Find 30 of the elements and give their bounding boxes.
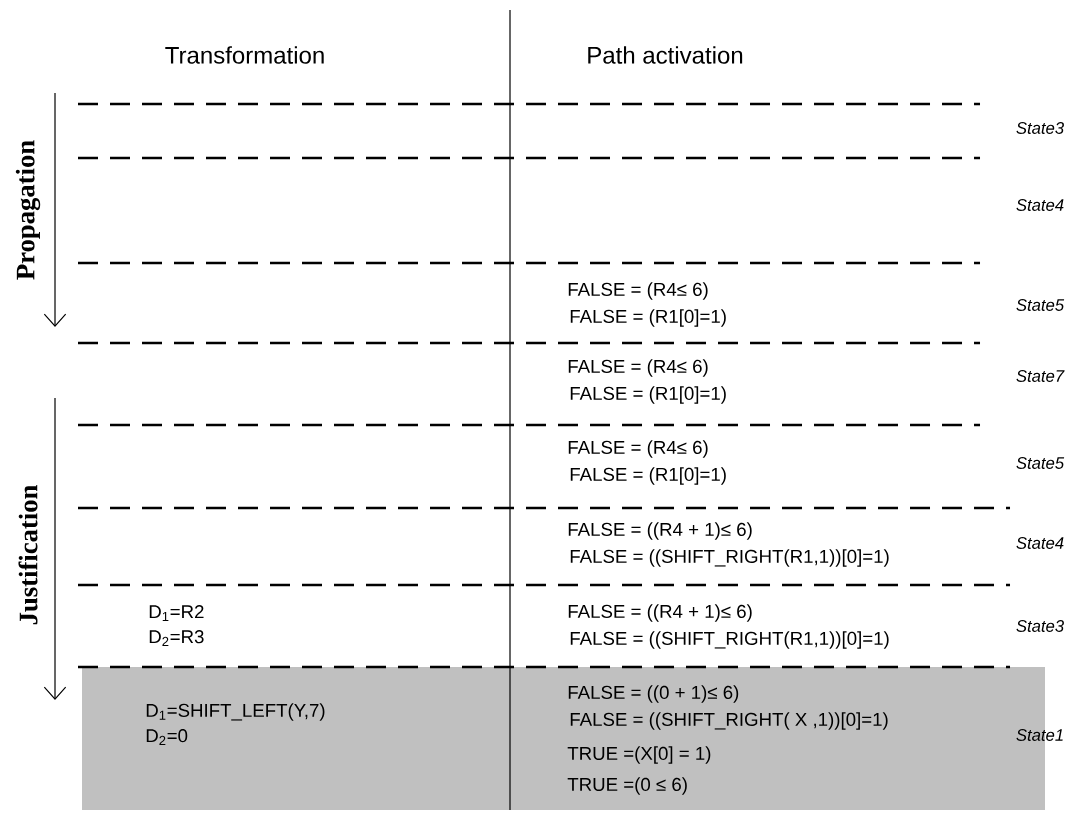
state-label: State5 (1016, 299, 1065, 311)
code-line: FALSE = ((SHIFT_RIGHT(R1,1))[0]=1) (570, 631, 889, 649)
code-line: FALSE = ((R4 + 1)≤ 6) (568, 604, 752, 622)
code-line: FALSE = (R1[0]=1) (570, 467, 726, 485)
state-label: State4 (1016, 199, 1064, 211)
code-line: FALSE = ((SHIFT_RIGHT(R1,1))[0]=1) (570, 549, 889, 567)
state-label: State5 (1016, 457, 1065, 469)
state-label: State3 (1016, 620, 1064, 632)
phase-label: Propagation (15, 140, 41, 280)
state-label: State7 (1016, 370, 1065, 382)
code-line: D$_{2}$=0 (146, 729, 188, 745)
code-line: TRUE =(X[0] = 1) (567, 746, 711, 764)
code-line: FALSE = (R1[0]=1) (570, 386, 726, 404)
code-line: FALSE = ((R4 + 1)≤ 6) (568, 522, 752, 540)
code-line: FALSE = ((SHIFT_RIGHT( X ,1))[0]=1) (570, 712, 888, 730)
column-heading: Path activation (588, 46, 743, 64)
code-line: FALSE = (R4≤ 6) (568, 440, 708, 458)
state-label: State4 (1016, 537, 1064, 549)
code-line: D$_{1}$=SHIFT_LEFT(Y,7) (146, 703, 325, 721)
code-line: TRUE =(0 ≤ 6) (567, 777, 687, 795)
code-line: D$_{2}$=R3 (149, 630, 204, 646)
column-heading: Transformation (165, 46, 324, 64)
code-line: FALSE = (R4≤ 6) (568, 282, 708, 300)
code-line: FALSE = (R4≤ 6) (568, 359, 708, 377)
code-line: FALSE = (R1[0]=1) (570, 309, 726, 327)
phase-label: Justification (18, 485, 38, 625)
code-line: D$_{1}$=R2 (149, 605, 204, 621)
state-label: State1 (1016, 729, 1063, 741)
state-label: State3 (1016, 122, 1064, 134)
code-line: FALSE = ((0 + 1)≤ 6) (568, 685, 739, 703)
